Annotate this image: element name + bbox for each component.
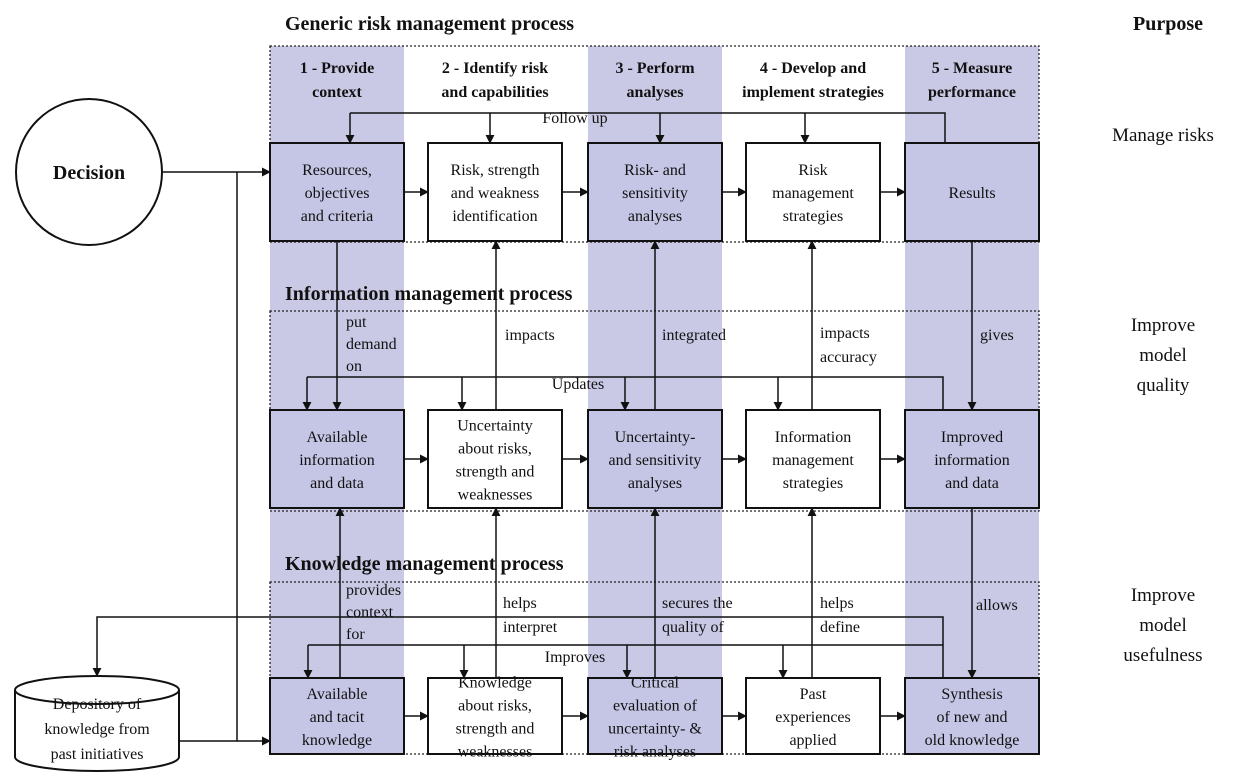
knowledge-section-title: Knowledge management process xyxy=(285,553,564,575)
risk-feedback-label: Follow up xyxy=(542,110,607,127)
risk-feedback-line xyxy=(350,112,946,143)
info-feedback-line xyxy=(307,376,944,410)
label-impacts: impacts xyxy=(505,327,555,344)
info-feedback-label: Updates xyxy=(552,376,604,393)
knowledge-feedback-label: Improves xyxy=(545,649,605,666)
decision-label: Decision xyxy=(53,162,125,184)
purpose-title: Purpose xyxy=(1133,13,1203,35)
label-integrated: integrated xyxy=(662,327,726,344)
connectors xyxy=(92,112,977,746)
synthesis-to-depository-arrow xyxy=(92,616,944,677)
info-section-title: Information management process xyxy=(285,283,573,305)
decision-node: Decision xyxy=(15,98,163,246)
label-allows: allows xyxy=(976,597,1018,614)
purpose-manage-risks: Manage risks xyxy=(1112,125,1214,146)
risk-box-label-5: Results xyxy=(948,185,995,202)
risk-section-title: Generic risk management process xyxy=(285,13,574,35)
label-gives: gives xyxy=(980,327,1014,344)
risk-box-5: Results xyxy=(904,142,1040,242)
decision-trunk-line xyxy=(179,172,238,742)
